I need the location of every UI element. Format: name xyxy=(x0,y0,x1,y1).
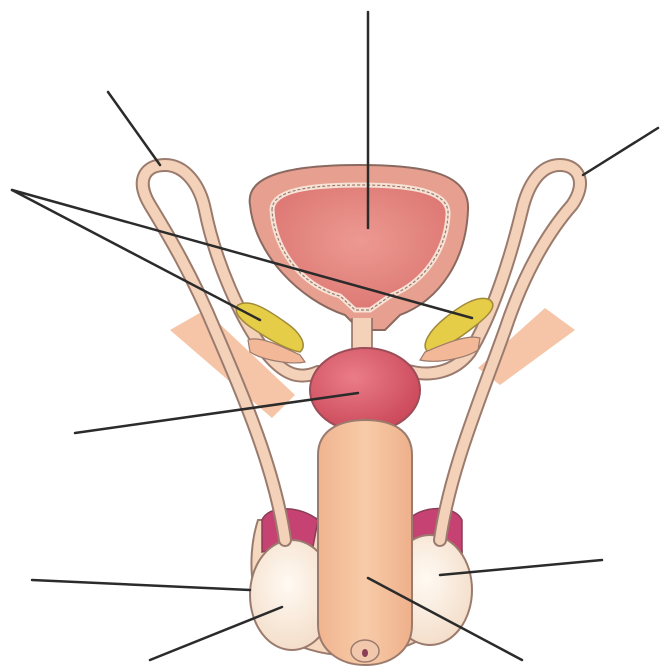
leader-line-prostate xyxy=(75,393,358,433)
leader-line-vas-deferens-right xyxy=(583,128,658,175)
leader-line-scrotum xyxy=(32,580,250,590)
leader-line-vas-deferens-left xyxy=(108,92,160,165)
urinary-bladder xyxy=(250,165,468,330)
urethra-upper xyxy=(352,318,372,352)
penis xyxy=(318,420,412,665)
urethral-opening xyxy=(351,640,379,662)
